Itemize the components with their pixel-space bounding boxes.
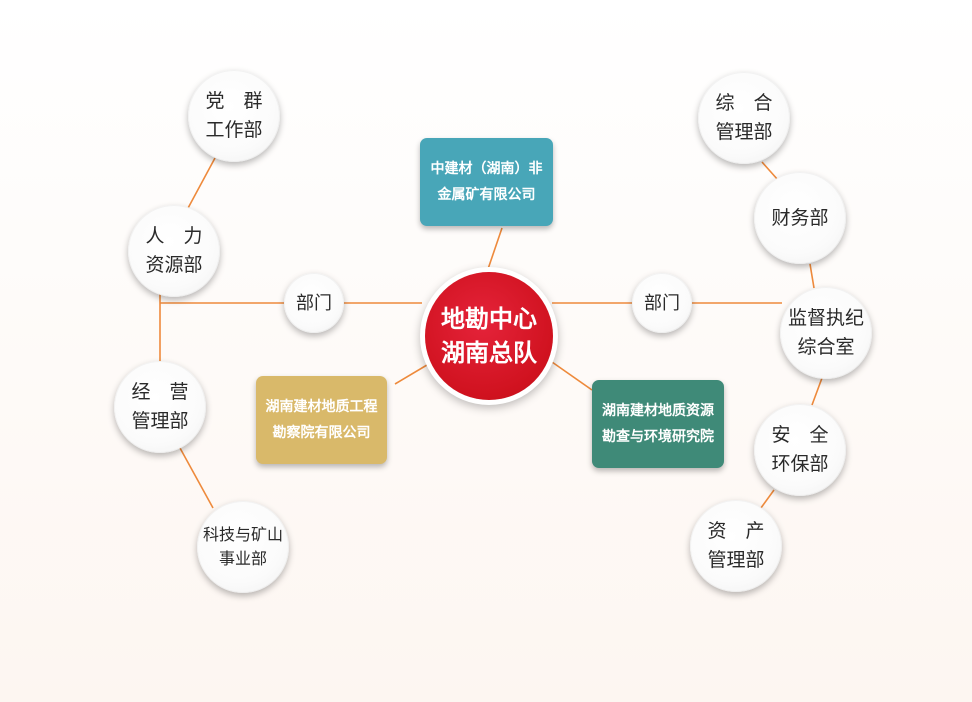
- center-node: 地勘中心 湖南总队: [425, 272, 553, 400]
- connector: [394, 361, 433, 385]
- subsidiary-box-right: 湖南建材地质资源 勘查与环境研究院: [592, 380, 724, 468]
- left-dept-node: 科技与矿山 事业部: [197, 501, 289, 593]
- connector: [761, 161, 779, 181]
- right-dept-node: 监督执纪 综合室: [780, 287, 872, 379]
- left-dept-node: 党 群 工作部: [188, 70, 280, 162]
- connector: [811, 377, 823, 406]
- connector: [179, 447, 214, 509]
- subsidiary-box-left: 湖南建材地质工程 勘察院有限公司: [256, 376, 387, 464]
- connector: [486, 227, 503, 273]
- connector: [809, 263, 815, 289]
- left-dept-hub: 部门: [284, 273, 344, 333]
- right-dept-node: 综 合 管理部: [698, 72, 790, 164]
- right-dept-node: 安 全 环保部: [754, 404, 846, 496]
- connector: [186, 157, 216, 211]
- left-dept-node: 人 力 资源部: [128, 205, 220, 297]
- right-dept-node: 财务部: [754, 172, 846, 264]
- right-dept-node: 资 产 管理部: [690, 500, 782, 592]
- connector: [551, 361, 593, 391]
- right-dept-hub: 部门: [632, 273, 692, 333]
- left-dept-node: 经 营 管理部: [114, 361, 206, 453]
- subsidiary-box-top: 中建材（湖南）非 金属矿有限公司: [420, 138, 553, 226]
